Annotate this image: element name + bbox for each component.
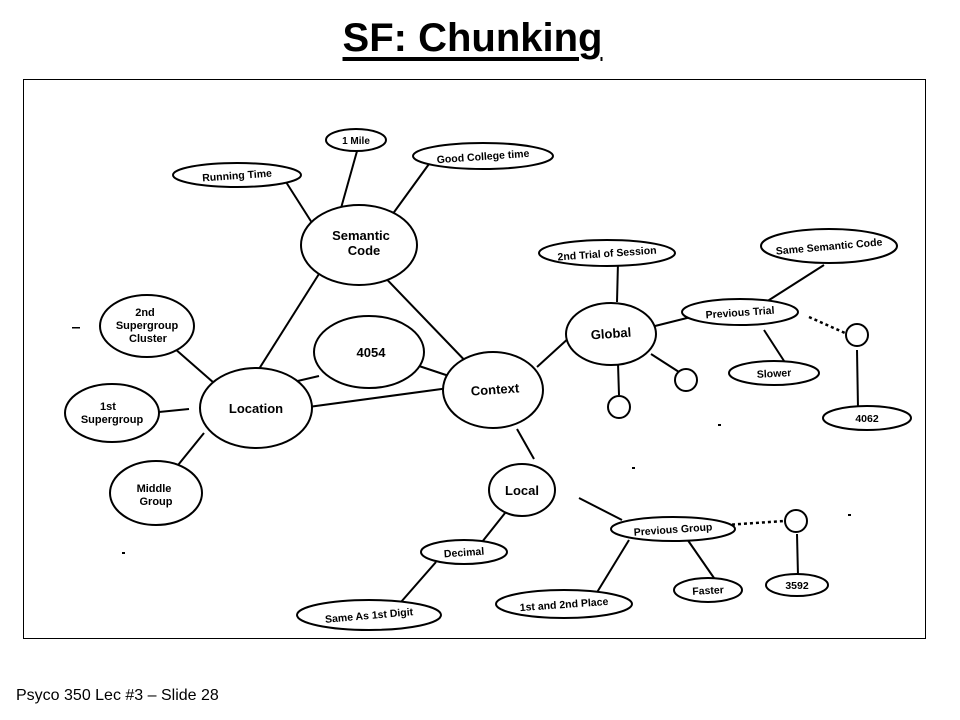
label-location: Location [229,401,283,416]
node-1st-supergroup [64,383,160,443]
node-good-college-time [412,142,554,170]
speck [72,327,80,329]
edge-global-2ndtrial [616,261,619,303]
edge-prevtrial-circle-dotted [808,315,846,335]
node-1-mile [325,128,387,152]
label-context: Context [470,380,520,398]
node-same-semantic-code [760,228,898,264]
edge-prevtrial-same [765,264,825,303]
node-global [565,302,657,366]
label-faster: Faster [692,584,724,598]
scan-specks [72,327,851,554]
node-context [442,351,544,429]
edge-prevgroup-place [595,539,630,595]
label-4062: 4062 [855,413,879,425]
label-previous-group: Previous Group [633,521,712,538]
unlabeled-circle-trial [845,323,869,347]
label-3592: 3592 [785,580,809,592]
label-previous-trial: Previous Trial [705,305,775,322]
label-slower: Slower [757,367,792,381]
node-location [199,367,313,449]
edge-circle-3592 [796,533,799,577]
label-local: Local [505,483,539,498]
diagram-nodes [64,128,912,631]
node-2nd-trial-of-session [538,239,676,267]
edge-local-decimal [481,507,510,543]
node-3592 [765,573,829,597]
speck [718,424,721,426]
edge-global-circle2 [617,362,620,396]
label-global: Global [590,325,631,343]
edge-semantic-location [251,265,325,381]
edge-context-global [536,335,572,368]
edge-semantic-context [373,265,475,371]
unlabeled-circle-group [784,509,808,533]
edge-location-middle [173,432,205,471]
edge-global-circle1 [650,353,680,373]
unlabeled-circle-global-2 [607,395,631,419]
edge-context-local [516,428,535,460]
label-running-time: Running Time [202,168,273,185]
node-4062 [822,405,912,431]
label-decimal: Decimal [444,546,485,561]
node-faster [673,577,743,603]
edge-prevgroup-circle-dotted [725,519,785,527]
node-previous-trial [681,298,799,326]
node-running-time [172,162,302,188]
edge-4054-context [418,365,450,377]
dotted-edges [725,315,846,527]
edge-location-1st [158,408,190,413]
edge-circle-4062 [856,349,859,409]
edge-global-prevtrial [650,316,692,328]
node-slower [728,360,820,386]
node-1st-and-2nd-place [495,589,633,619]
slide-footer: Psyco 350 Lec #3 – Slide 28 [16,687,219,704]
speck [632,467,635,469]
node-same-as-1st-digit [296,599,442,631]
edge-prevtrial-slower [763,329,787,365]
node-previous-group [610,516,736,542]
speck [122,552,125,554]
unlabeled-circle-global-1 [674,368,698,392]
edge-location-2nd [173,347,215,384]
speck [848,514,851,516]
node-local [488,463,556,517]
slide-title: SF: Chunking [342,16,603,60]
edge-location-context [300,387,450,409]
label-1-mile: 1 Mile [342,136,370,147]
node-semantic-code [300,204,418,286]
label-4054: 4054 [357,345,387,360]
node-decimal [420,539,508,565]
edge-local-prevgroup [578,497,623,521]
node-2nd-supergroup-cluster [99,294,195,358]
edge-decimal-same [400,561,437,603]
node-4054 [313,315,425,389]
edge-prevgroup-faster [686,538,715,579]
node-middle-group [109,460,203,526]
diagram-edges [158,143,859,603]
